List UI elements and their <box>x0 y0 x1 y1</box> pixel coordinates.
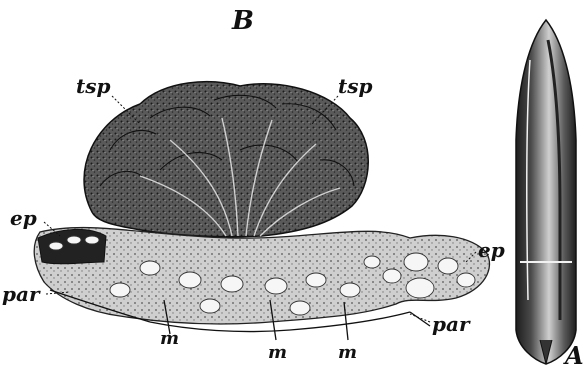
panel-a-label: A <box>565 344 584 368</box>
panel-a-organ <box>516 20 576 364</box>
label-tsp-right: tsp <box>338 76 372 96</box>
label-m-2: m <box>268 344 287 362</box>
panel-b-label: B <box>232 8 254 34</box>
host-tissue <box>34 228 489 340</box>
sporocarp-cluster <box>84 82 368 237</box>
label-m-3: m <box>338 344 357 362</box>
label-m-1: m <box>160 330 179 348</box>
label-par-left: par <box>2 284 39 304</box>
label-ep-left: ep <box>10 208 37 228</box>
label-ep-right: ep <box>478 240 505 260</box>
label-par-right: par <box>432 314 469 334</box>
label-tsp-left: tsp <box>76 76 110 96</box>
